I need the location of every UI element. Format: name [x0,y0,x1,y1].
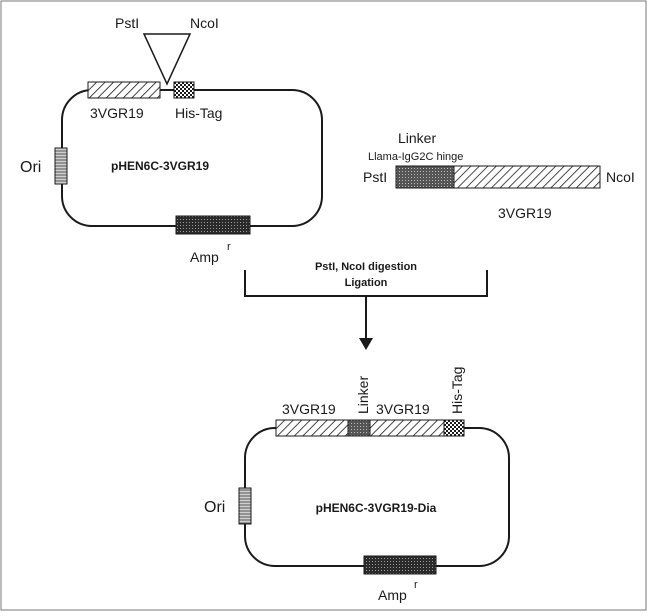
bottom-amp-superscript: r [414,579,418,591]
fragment-left-site-label: PstI [363,169,387,185]
bottom-insert2-segment [369,419,445,437]
top-amp-superscript: r [227,241,231,253]
fragment-insert-segment [453,165,601,189]
top-site-right-label: NcoI [190,15,219,31]
bottom-insert2-label: 3VGR19 [376,401,430,417]
bottom-plasmid-name: pHEN6C-3VGR19-Dia [316,501,437,515]
bottom-plasmid-backbone [244,427,510,567]
bottom-linker-segment [347,419,371,437]
process-line1: PstI, NcoI digestion [315,261,417,273]
fragment-linker-label: Linker [398,130,436,146]
bottom-his-tag-segment [443,419,465,437]
top-insert-label: 3VGR19 [90,105,144,121]
top-his-tag-segment [173,81,195,99]
top-amp-label: Amp [190,249,219,265]
top-ori-label: Ori [20,159,41,176]
top-plasmid-name: pHEN6C-3VGR19 [111,159,209,173]
fragment-insert-label: 3VGR19 [498,205,552,221]
insertion-site-triangle [142,33,192,86]
top-ori-segment [54,147,68,185]
top-tag-label: His-Tag [175,105,222,121]
bottom-tag-label: His-Tag [449,367,465,414]
bottom-amp-segment [363,555,437,575]
process-line2: Ligation [345,277,388,289]
bottom-ori-segment [238,487,252,525]
fragment-hinge-label: Llama-IgG2C hinge [368,151,463,163]
bottom-linker-label: Linker [355,376,371,414]
top-site-left-label: PstI [115,15,139,31]
top-insert-segment [87,81,161,99]
bottom-amp-label: Amp [378,587,407,603]
bottom-ori-label: Ori [204,499,225,516]
fragment-linker-segment [395,165,455,189]
process-arrow-head [359,338,373,350]
fragment-right-site-label: NcoI [606,169,635,185]
bottom-insert1-segment [275,419,349,437]
bottom-insert1-label: 3VGR19 [282,401,336,417]
top-amp-segment [175,215,251,235]
